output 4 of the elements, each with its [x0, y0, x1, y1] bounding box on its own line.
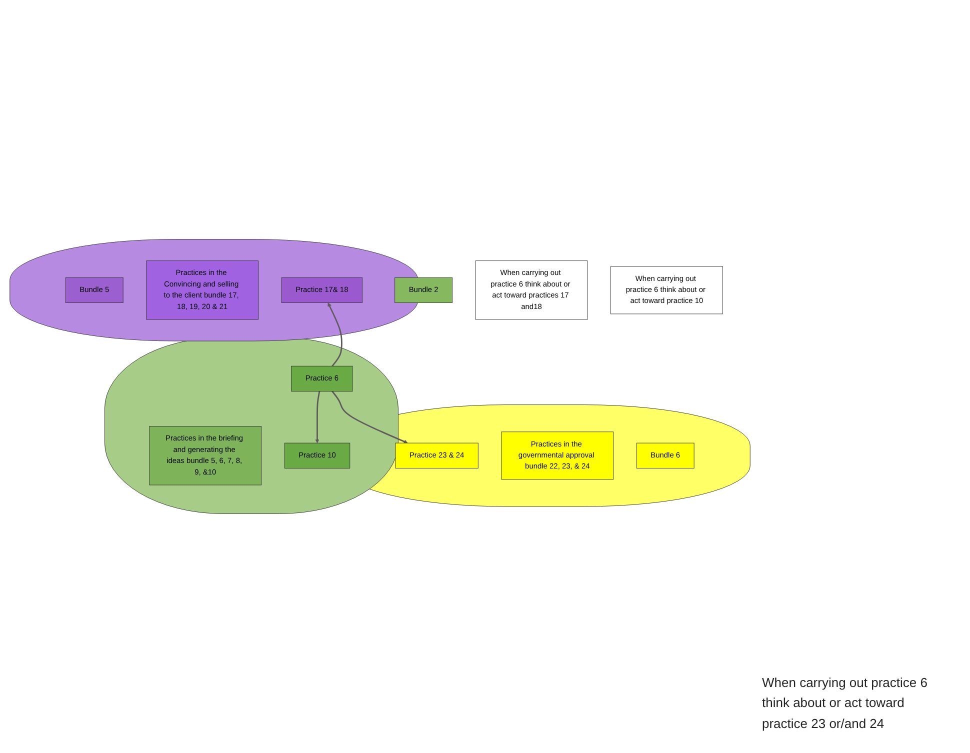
- arrow: [315, 391, 320, 444]
- arrow: [328, 302, 342, 367]
- note-text: When carrying out practice 6 think about or act toward practice 23 or/and 24: [762, 674, 928, 734]
- arrow: [332, 390, 408, 444]
